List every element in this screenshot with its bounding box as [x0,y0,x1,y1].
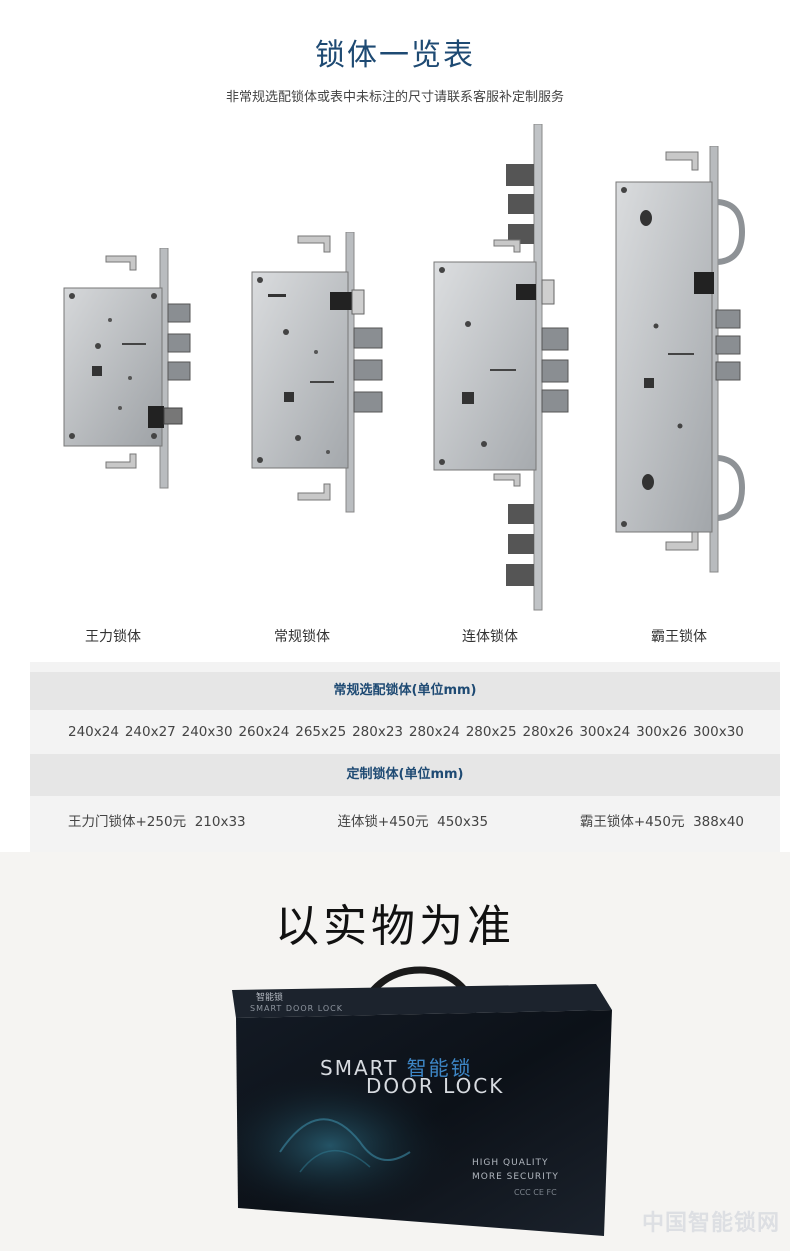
standard-size-item: 300x30 [692,724,744,740]
standard-sizes-row: 240x24 240x27 240x30 260x24 265x25 280x23 280x… [30,712,780,752]
custom-item-name: 霸王锁体+450元 [579,814,685,830]
standard-sizes-heading: 常规选配锁体(单位mm) [30,672,780,710]
standard-size-item: 240x27 [124,724,176,740]
standard-size-item: 300x26 [636,724,688,740]
standard-size-item: 300x24 [579,724,631,740]
caption-linked: 连体锁体 [462,629,518,645]
standard-sizes-list: 240x24 240x27 240x30 260x24 265x25 280x23 280x… [30,712,780,752]
caption-standard: 常规锁体 [274,629,330,645]
custom-item-wangli: 王力门锁体+250元 210x33 [68,802,246,842]
spec-table: 常规选配锁体(单位mm) 240x24 240x27 240x30 260x24 265… [30,662,780,858]
box-line1-en: SMART [320,1056,399,1080]
custom-item-size: 388x40 [693,814,744,830]
standard-size-item: 280x25 [465,724,517,740]
page-subtitle: 非常规选配锁体或表中未标注的尺寸请联系客服补定制服务 [225,90,564,105]
custom-sizes-list: 王力门锁体+250元 210x33 连体锁+450元 450x35 霸王锁体+4… [30,802,780,842]
caption-wangli: 王力锁体 [85,629,141,645]
site-watermark: 中国智能锁网 [641,1211,780,1236]
box-cert-marks: CCC CE FC [514,1188,557,1197]
custom-sizes-heading: 定制锁体(单位mm) [30,754,780,796]
standard-size-item: 280x24 [408,724,460,740]
box-line2: DOOR LOCK [366,1074,505,1098]
standard-size-item: 240x30 [181,724,233,740]
caption-bawang: 霸王锁体 [651,629,707,645]
standard-size-item: 280x26 [522,724,574,740]
custom-item-name: 连体锁+450元 [337,814,429,830]
custom-item-bawang: 霸王锁体+450元 388x40 [580,802,744,842]
custom-sizes-row: 王力门锁体+250元 210x33 连体锁+450元 450x35 霸王锁体+4… [30,802,780,842]
packaging-title: 以实物为准 [275,901,515,952]
custom-item-name: 王力门锁体+250元 [68,814,187,830]
lock-body-gallery [0,120,790,620]
standard-size-item: 260x24 [238,724,290,740]
standard-size-item: 240x24 [68,724,119,740]
standard-size-item: 265x25 [295,724,347,740]
packaging-box-image [232,966,612,1236]
box-top-brand-en: SMART DOOR LOCK [250,1004,344,1013]
standard-size-item: 280x23 [352,724,403,740]
page-title: 锁体一览表 [315,38,475,73]
packaging-section: 以实物为准 智能锁 SMART DOOR LOCK SMART 智能锁 DOOR… [0,852,790,1251]
box-line1: SMART 智能锁 [320,1052,473,1081]
box-line1-cn: 智能锁 [406,1056,473,1080]
box-tag2: MORE SECURITY [472,1172,559,1182]
custom-item-size: 450x35 [437,814,489,830]
custom-item-size: 210x33 [194,814,246,830]
box-top-brand: 智能锁 [256,993,284,1003]
box-tag1: HIGH QUALITY [472,1158,549,1168]
custom-item-linked: 连体锁+450元 450x35 [337,802,488,842]
